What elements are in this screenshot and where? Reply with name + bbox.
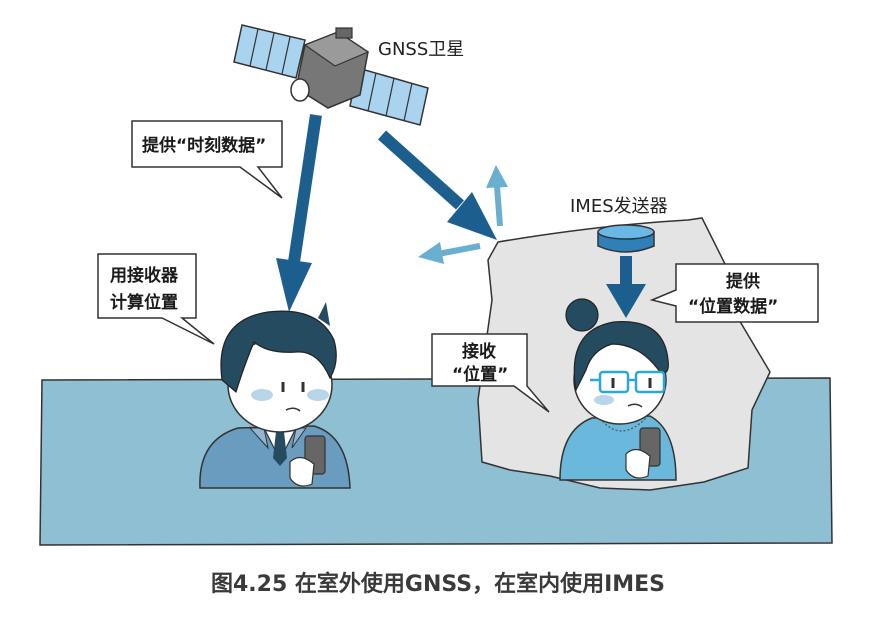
satellite-icon — [233, 24, 429, 126]
bubble-receive-line1: 接收 — [462, 341, 496, 362]
signal-arrow-to-man — [276, 114, 322, 312]
satellite-label: GNSS卫星 — [378, 39, 464, 60]
reflected-arrow-up — [486, 165, 508, 227]
bubble-compute-line1: 用接收器 — [110, 265, 179, 286]
bubble-receive-line2: “位置” — [452, 364, 508, 385]
figure-caption: 图4.25 在室外使用GNSS，在室内使用IMES — [210, 572, 666, 597]
indoor-user-figure — [559, 298, 677, 481]
bubble-compute-position: 用接收器 计算位置 — [97, 253, 215, 345]
reflected-arrow-left — [418, 242, 481, 264]
bubble-compute-line2: 计算位置 — [110, 292, 178, 313]
signal-arrow-to-building — [377, 130, 497, 240]
bubble-provide-line2: “位置数据” — [688, 296, 778, 317]
bubble-receive-position: 接收 “位置” — [431, 333, 550, 413]
transmitter-label: IMES发送器 — [570, 196, 668, 217]
bubble-time-data-text: 提供“时刻数据” — [142, 135, 266, 156]
outdoor-user-figure — [199, 302, 351, 489]
position-arrow-to-woman — [606, 256, 646, 318]
bubble-provide-line1: 提供 — [726, 271, 760, 292]
bubble-time-data: 提供“时刻数据” — [131, 120, 283, 199]
bubble-provide-position: 提供 “位置数据” — [649, 263, 819, 323]
imes-transmitter-icon — [597, 224, 655, 253]
